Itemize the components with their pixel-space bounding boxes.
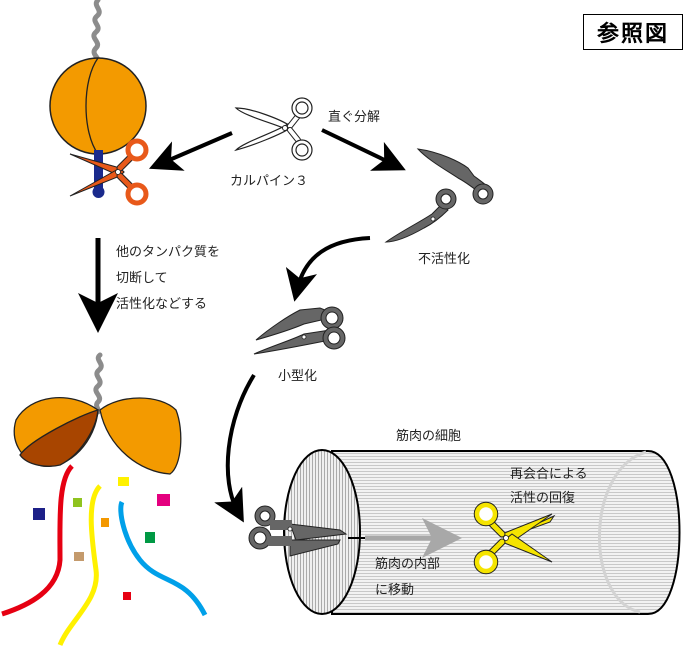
square-red <box>123 592 131 600</box>
label-cleave-line3: 活性化などする <box>116 297 208 312</box>
arrow-to-degradation <box>321 128 406 171</box>
label-calpain3: カルパイン３ <box>230 174 309 189</box>
recovered-scissors-icon <box>473 501 556 575</box>
arrow-to-muscle-cell <box>214 373 256 523</box>
reference-figure-badge: 参照図 <box>583 14 683 50</box>
label-miniaturization: 小型化 <box>278 369 318 384</box>
protein-half-right <box>99 397 182 475</box>
square-magenta <box>157 494 170 506</box>
fragment-yellow <box>57 484 102 647</box>
entering-scissors-icon <box>248 505 348 557</box>
label-move-line1: 筋肉の内部 <box>375 557 441 572</box>
tether-bottom <box>93 352 104 415</box>
inactive-scissors-icon <box>384 148 494 243</box>
anchor-blue <box>92 150 105 198</box>
arrow-to-miniaturized <box>285 236 371 302</box>
protein-half-left <box>13 397 99 467</box>
calpain3-scissors-icon <box>234 97 313 161</box>
fragment-red <box>1 464 74 617</box>
label-quick-degradation: 直ぐ分解 <box>328 110 381 125</box>
label-move-line2: に移動 <box>375 583 415 598</box>
arrow-to-active <box>148 131 233 171</box>
fragment-blue <box>118 500 208 617</box>
protein-sphere <box>49 57 147 155</box>
label-cleave-line2: 切断して <box>116 271 168 286</box>
amino-acid-squares <box>33 477 170 600</box>
square-green <box>145 532 155 543</box>
label-reassociation-line1: 再会合による <box>510 467 588 482</box>
label-cleave-line1: 他のタンパク質を <box>116 245 221 260</box>
square-tan <box>74 552 84 561</box>
label-muscle-cell: 筋肉の細胞 <box>396 429 462 444</box>
square-yellow <box>118 477 129 486</box>
active-calpain-scissors-icon <box>69 138 149 206</box>
label-reassociation-line2: 活性の回復 <box>510 491 576 506</box>
square-orange <box>101 518 109 527</box>
square-navy <box>33 508 45 520</box>
tether-top <box>91 0 102 63</box>
peptide-fragments <box>1 464 208 647</box>
square-lime <box>73 498 82 507</box>
label-inactivation: 不活性化 <box>418 252 471 267</box>
miniaturized-scissors-icon <box>253 306 346 355</box>
